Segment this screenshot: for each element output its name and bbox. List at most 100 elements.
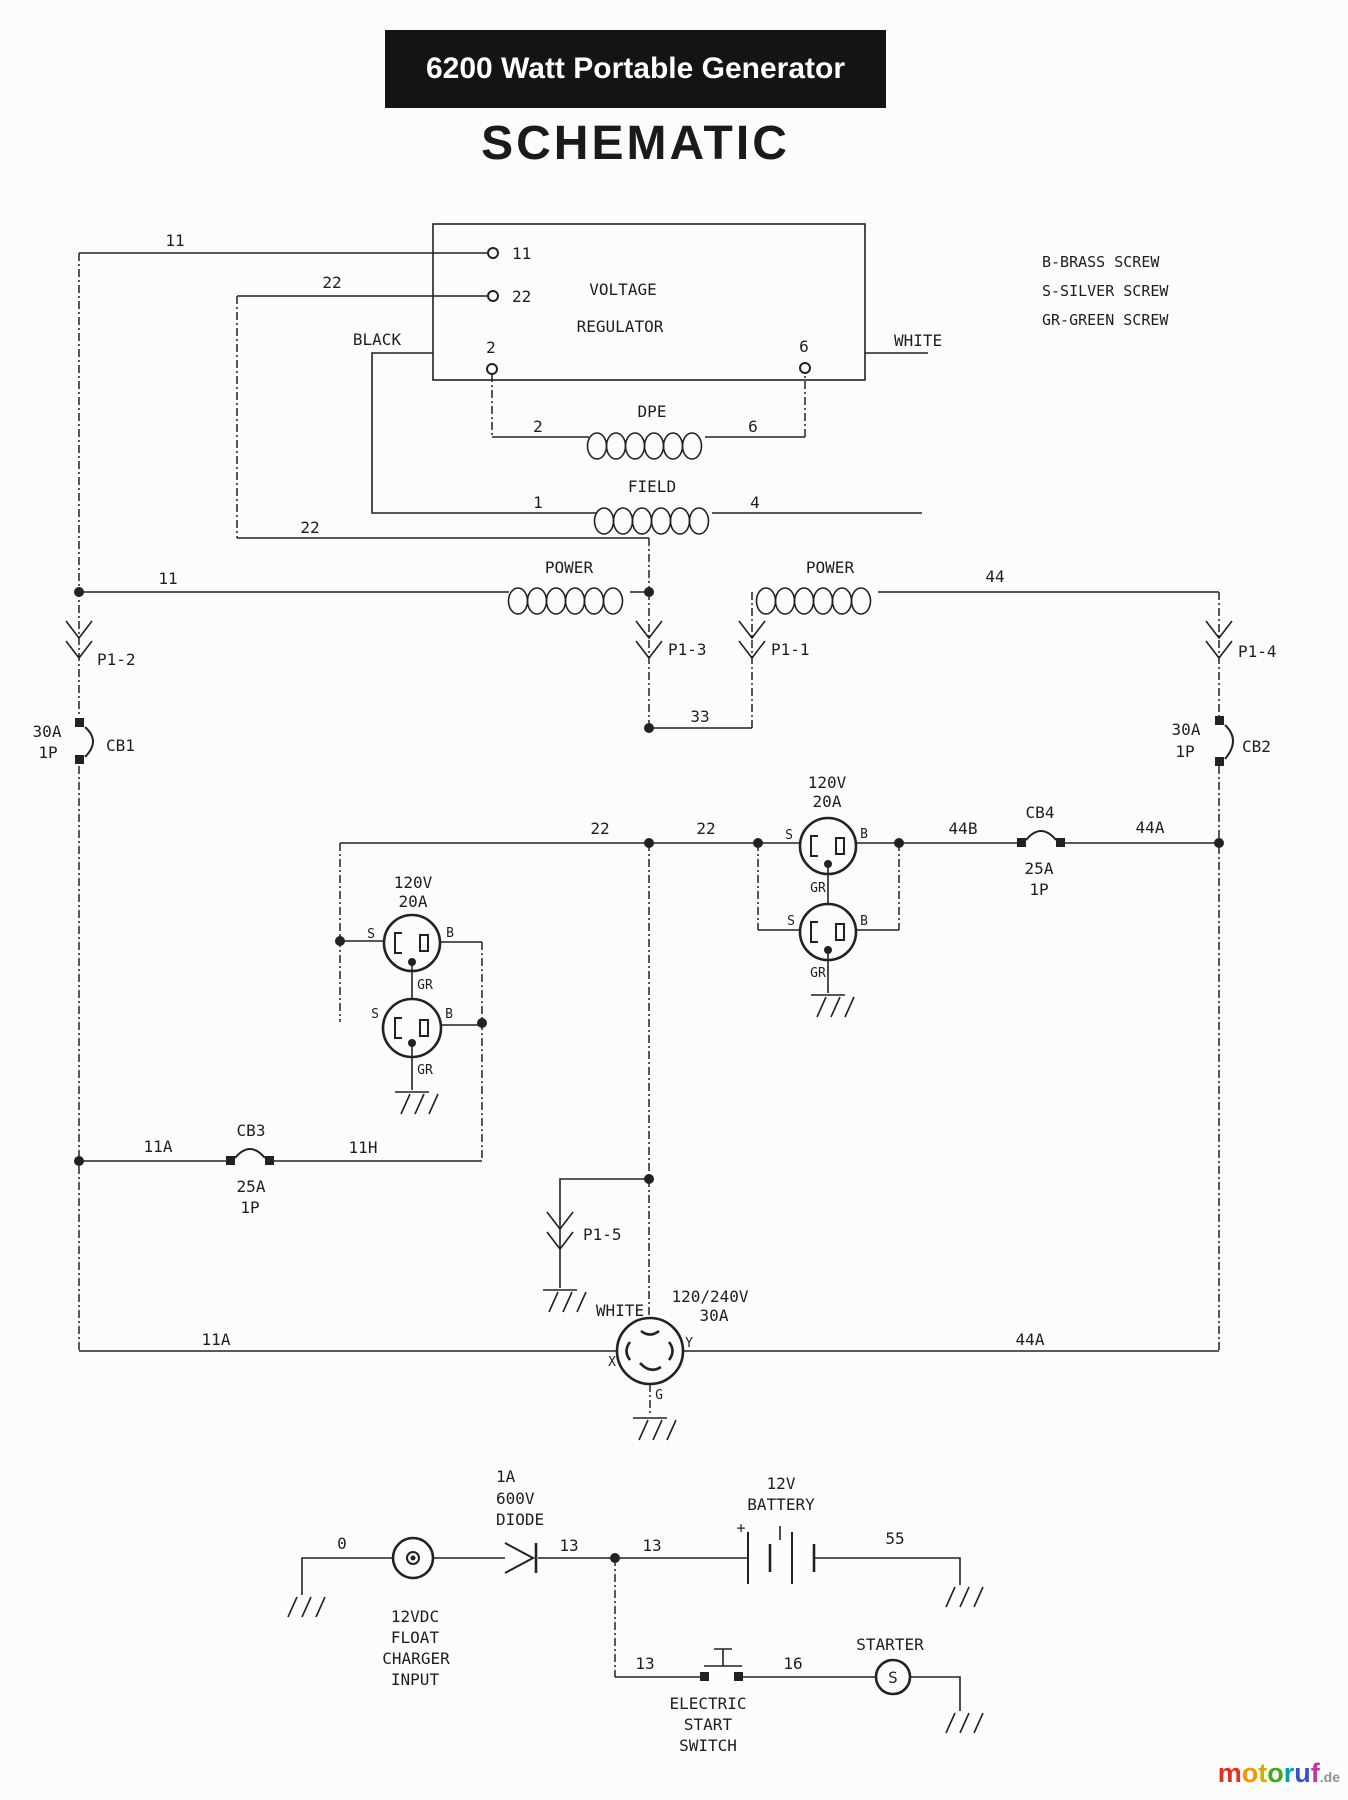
plug-p1-5-label: P1-5 (583, 1225, 622, 1244)
wire-22-b: 22 (696, 819, 715, 838)
starter-label: STARTER (856, 1635, 924, 1654)
plug-p1-1: P1-1 (738, 620, 810, 660)
receptacle-left-lower: S B GR (371, 997, 453, 1078)
watermark-letter: f (1310, 1758, 1320, 1788)
plug-p1-4-label: P1-4 (1238, 642, 1277, 661)
receptacle-right-upper-b: B (860, 827, 868, 842)
charger-label-4: INPUT (391, 1670, 440, 1689)
junction-nodes (74, 587, 1224, 1563)
wiring (78, 252, 1220, 1711)
field-label: FIELD (628, 477, 676, 496)
watermark-letter: t (1258, 1758, 1268, 1788)
wire-13-a: 13 (559, 1536, 578, 1555)
watermark-letter: m (1217, 1758, 1242, 1788)
dpe-winding: DPE 2 6 (533, 402, 758, 460)
cb2-rating: 30A (1172, 720, 1201, 739)
dpe-terminal-6: 6 (748, 417, 758, 436)
title-banner: 6200 Watt Portable Generator (385, 30, 886, 108)
charger-label-3: CHARGER (382, 1649, 450, 1668)
receptacle-left-lower-b: B (445, 1007, 453, 1022)
twistlock-volts: 120/240V (671, 1287, 748, 1306)
wire-black: BLACK (353, 330, 402, 349)
dpe-terminal-2: 2 (533, 417, 543, 436)
twistlock-g: G (655, 1388, 663, 1403)
breaker-cb2: 30A 1P CB2 (1172, 716, 1271, 766)
cb3-label: CB3 (237, 1121, 266, 1140)
starter-motor: S STARTER (856, 1635, 924, 1696)
charger-label-2: FLOAT (391, 1628, 440, 1647)
wire-11h: 11H (349, 1138, 378, 1157)
plug-p1-2: P1-2 (65, 620, 136, 669)
battery: 12V BATTERY + 55 (736, 1474, 905, 1584)
wire-13-b: 13 (642, 1536, 661, 1555)
wire-white: WHITE (894, 331, 942, 350)
receptacle-twistlock: 120/240V 30A WHITE X Y G (596, 1287, 749, 1403)
receptacle-left-upper-s: S (367, 927, 375, 942)
twistlock-white: WHITE (596, 1301, 644, 1320)
receptacle-right-lower-s: S (787, 914, 795, 929)
ground-charger-left (287, 1596, 326, 1618)
regulator-label-2: REGULATOR (577, 317, 664, 336)
wire-11-mid: 11 (158, 569, 177, 588)
wire-44a: 44A (1136, 818, 1165, 837)
wire-22-mid: 22 (300, 518, 319, 537)
cb4-label: CB4 (1026, 803, 1055, 822)
ground-twistlock (633, 1417, 677, 1441)
legend-green: GR-GREEN SCREW (1042, 311, 1169, 329)
wire-33: 33 (690, 707, 709, 726)
ground-starter (945, 1712, 984, 1734)
diode-label-1: 1A (496, 1467, 516, 1486)
receptacle-left-duplex: 120V 20A S B GR S B GR (367, 873, 454, 1078)
charger-input-connector: 0 12VDC FLOAT CHARGER INPUT (337, 1534, 450, 1689)
twistlock-y: Y (685, 1336, 693, 1351)
regulator-label-1: VOLTAGE (589, 280, 656, 299)
ground-left-duplex (395, 1091, 439, 1115)
watermark-letter: u (1294, 1758, 1311, 1788)
legend-brass: B-BRASS SCREW (1042, 253, 1160, 271)
receptacle-right-upper: S B GR (785, 816, 868, 896)
power-winding-right: POWER (755, 558, 872, 615)
cb1-poles: 1P (38, 743, 57, 762)
watermark-logo: motoruf.de (1150, 1758, 1340, 1789)
battery-volts: 12V (767, 1474, 796, 1493)
receptacle-right-volts: 120V (808, 773, 847, 792)
breaker-cb4: CB4 25A 1P (1017, 803, 1065, 899)
wire-22-a: 22 (590, 819, 609, 838)
watermark-letter: o (1241, 1758, 1259, 1788)
regulator-terminal-22: 22 (512, 287, 531, 306)
plug-p1-5: P1-5 (546, 1211, 622, 1251)
ground-charger-right (945, 1586, 984, 1608)
receptacle-right-lower-b: B (860, 914, 868, 929)
ground-p1-5 (543, 1289, 587, 1313)
battery-label: BATTERY (747, 1495, 815, 1514)
watermark-suffix: .de (1319, 1769, 1340, 1785)
cb1-rating: 30A (33, 722, 62, 741)
receptacle-left-upper-gr: GR (417, 978, 433, 993)
ground-symbols (287, 994, 984, 1734)
wire-number-labels: 11 22 BLACK WHITE 22 11 44 33 22 22 44B … (144, 231, 1165, 1349)
receptacle-left-lower-gr: GR (417, 1063, 433, 1078)
receptacle-right-lower-gr: GR (810, 966, 826, 981)
diode-label-2: 600V (496, 1489, 535, 1508)
breaker-cb3: CB3 25A 1P (226, 1121, 274, 1217)
watermark-letter: o (1267, 1758, 1284, 1788)
screw-legend: B-BRASS SCREW S-SILVER SCREW GR-GREEN SC… (1042, 253, 1169, 329)
breaker-cb1: 30A 1P CB1 (33, 718, 135, 764)
cb2-poles: 1P (1175, 742, 1194, 761)
receptacle-left-upper-b: B (446, 926, 454, 941)
page-subtitle: SCHEMATIC (481, 117, 790, 170)
regulator-terminal-2: 2 (486, 338, 496, 357)
cb3-poles: 1P (240, 1198, 259, 1217)
power-right-label: POWER (806, 558, 855, 577)
legend-silver: S-SILVER SCREW (1042, 282, 1169, 300)
battery-plus: + (736, 1519, 745, 1537)
page-title: 6200 Watt Portable Generator (425, 52, 846, 85)
receptacle-left-amps: 20A (399, 892, 428, 911)
field-terminal-1: 1 (533, 493, 543, 512)
cb3-rating: 25A (237, 1177, 266, 1196)
dpe-label: DPE (638, 402, 667, 421)
twistlock-x: X (608, 1355, 616, 1370)
receptacle-right-amps: 20A (813, 792, 842, 811)
